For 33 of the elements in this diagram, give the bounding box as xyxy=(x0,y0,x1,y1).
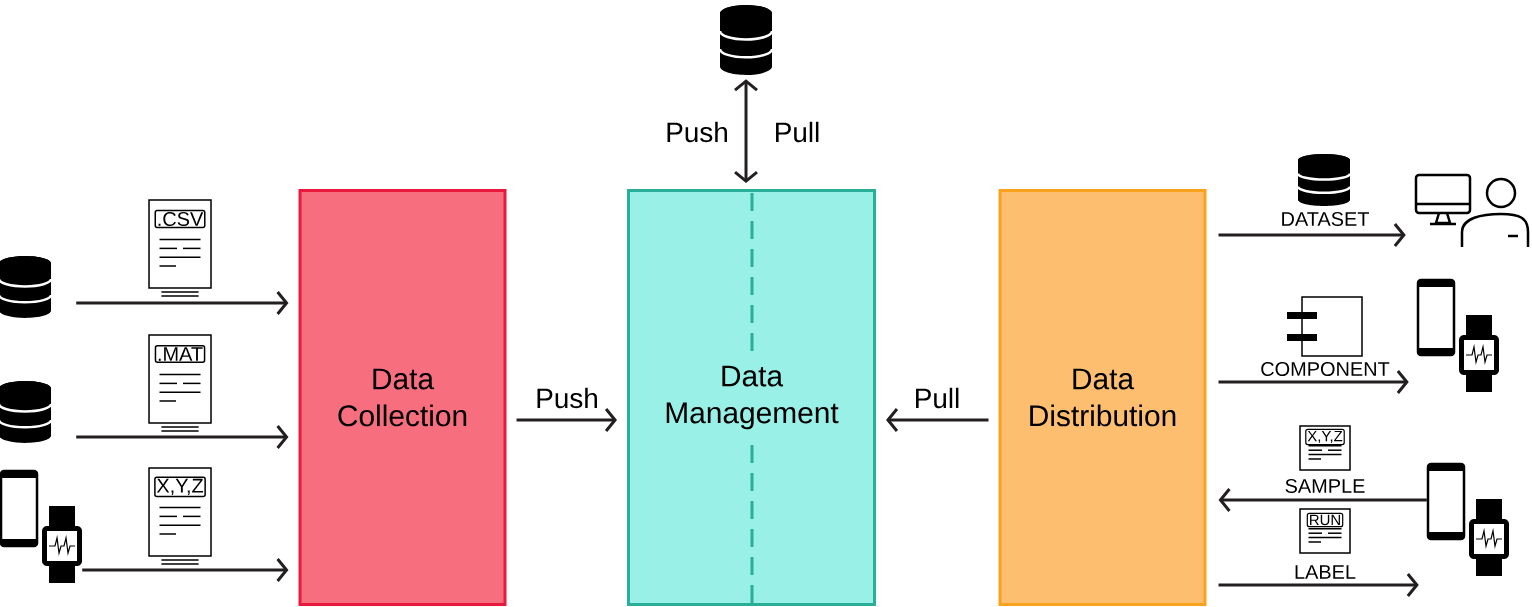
arrow-label: Pull xyxy=(776,121,819,143)
edge-label: Push xyxy=(667,121,727,143)
phone-watch-drawing xyxy=(1426,462,1509,576)
edge-label: COMPONENT xyxy=(1261,361,1390,377)
database-icon xyxy=(718,5,774,75)
arrow xyxy=(516,408,617,432)
file-label: RUN xyxy=(1306,512,1344,528)
edge-label: Push xyxy=(537,387,597,409)
edge-label: LABEL xyxy=(1295,565,1356,579)
arrow xyxy=(1218,223,1406,247)
phone-watch-drawing xyxy=(0,469,82,583)
arrow xyxy=(76,291,289,315)
edge-label: DATASET xyxy=(1282,211,1370,227)
edge-label: X,Y,Z xyxy=(154,476,206,498)
arrow xyxy=(734,79,758,183)
database-icon xyxy=(0,381,53,443)
arrow xyxy=(886,408,989,432)
edge-label: .CSV xyxy=(154,209,206,229)
stage-box: Data Management xyxy=(627,189,876,606)
edge-label: .MAT xyxy=(154,344,206,364)
stage-box: Data Collection xyxy=(298,189,507,606)
arrow xyxy=(1218,488,1427,512)
arrow xyxy=(82,558,289,582)
arrow xyxy=(76,425,289,449)
arrow xyxy=(1218,573,1419,597)
database-icon xyxy=(0,256,53,318)
phone-watch-drawing xyxy=(1416,278,1499,392)
computer-user-drawing xyxy=(1414,173,1530,247)
edge-label: SAMPLE xyxy=(1285,478,1365,494)
edge-label: Pull xyxy=(916,387,959,409)
stage-box: Data Distribution xyxy=(998,189,1207,606)
file-label: X,Y,Z xyxy=(1305,428,1345,446)
arrow xyxy=(1218,370,1409,394)
